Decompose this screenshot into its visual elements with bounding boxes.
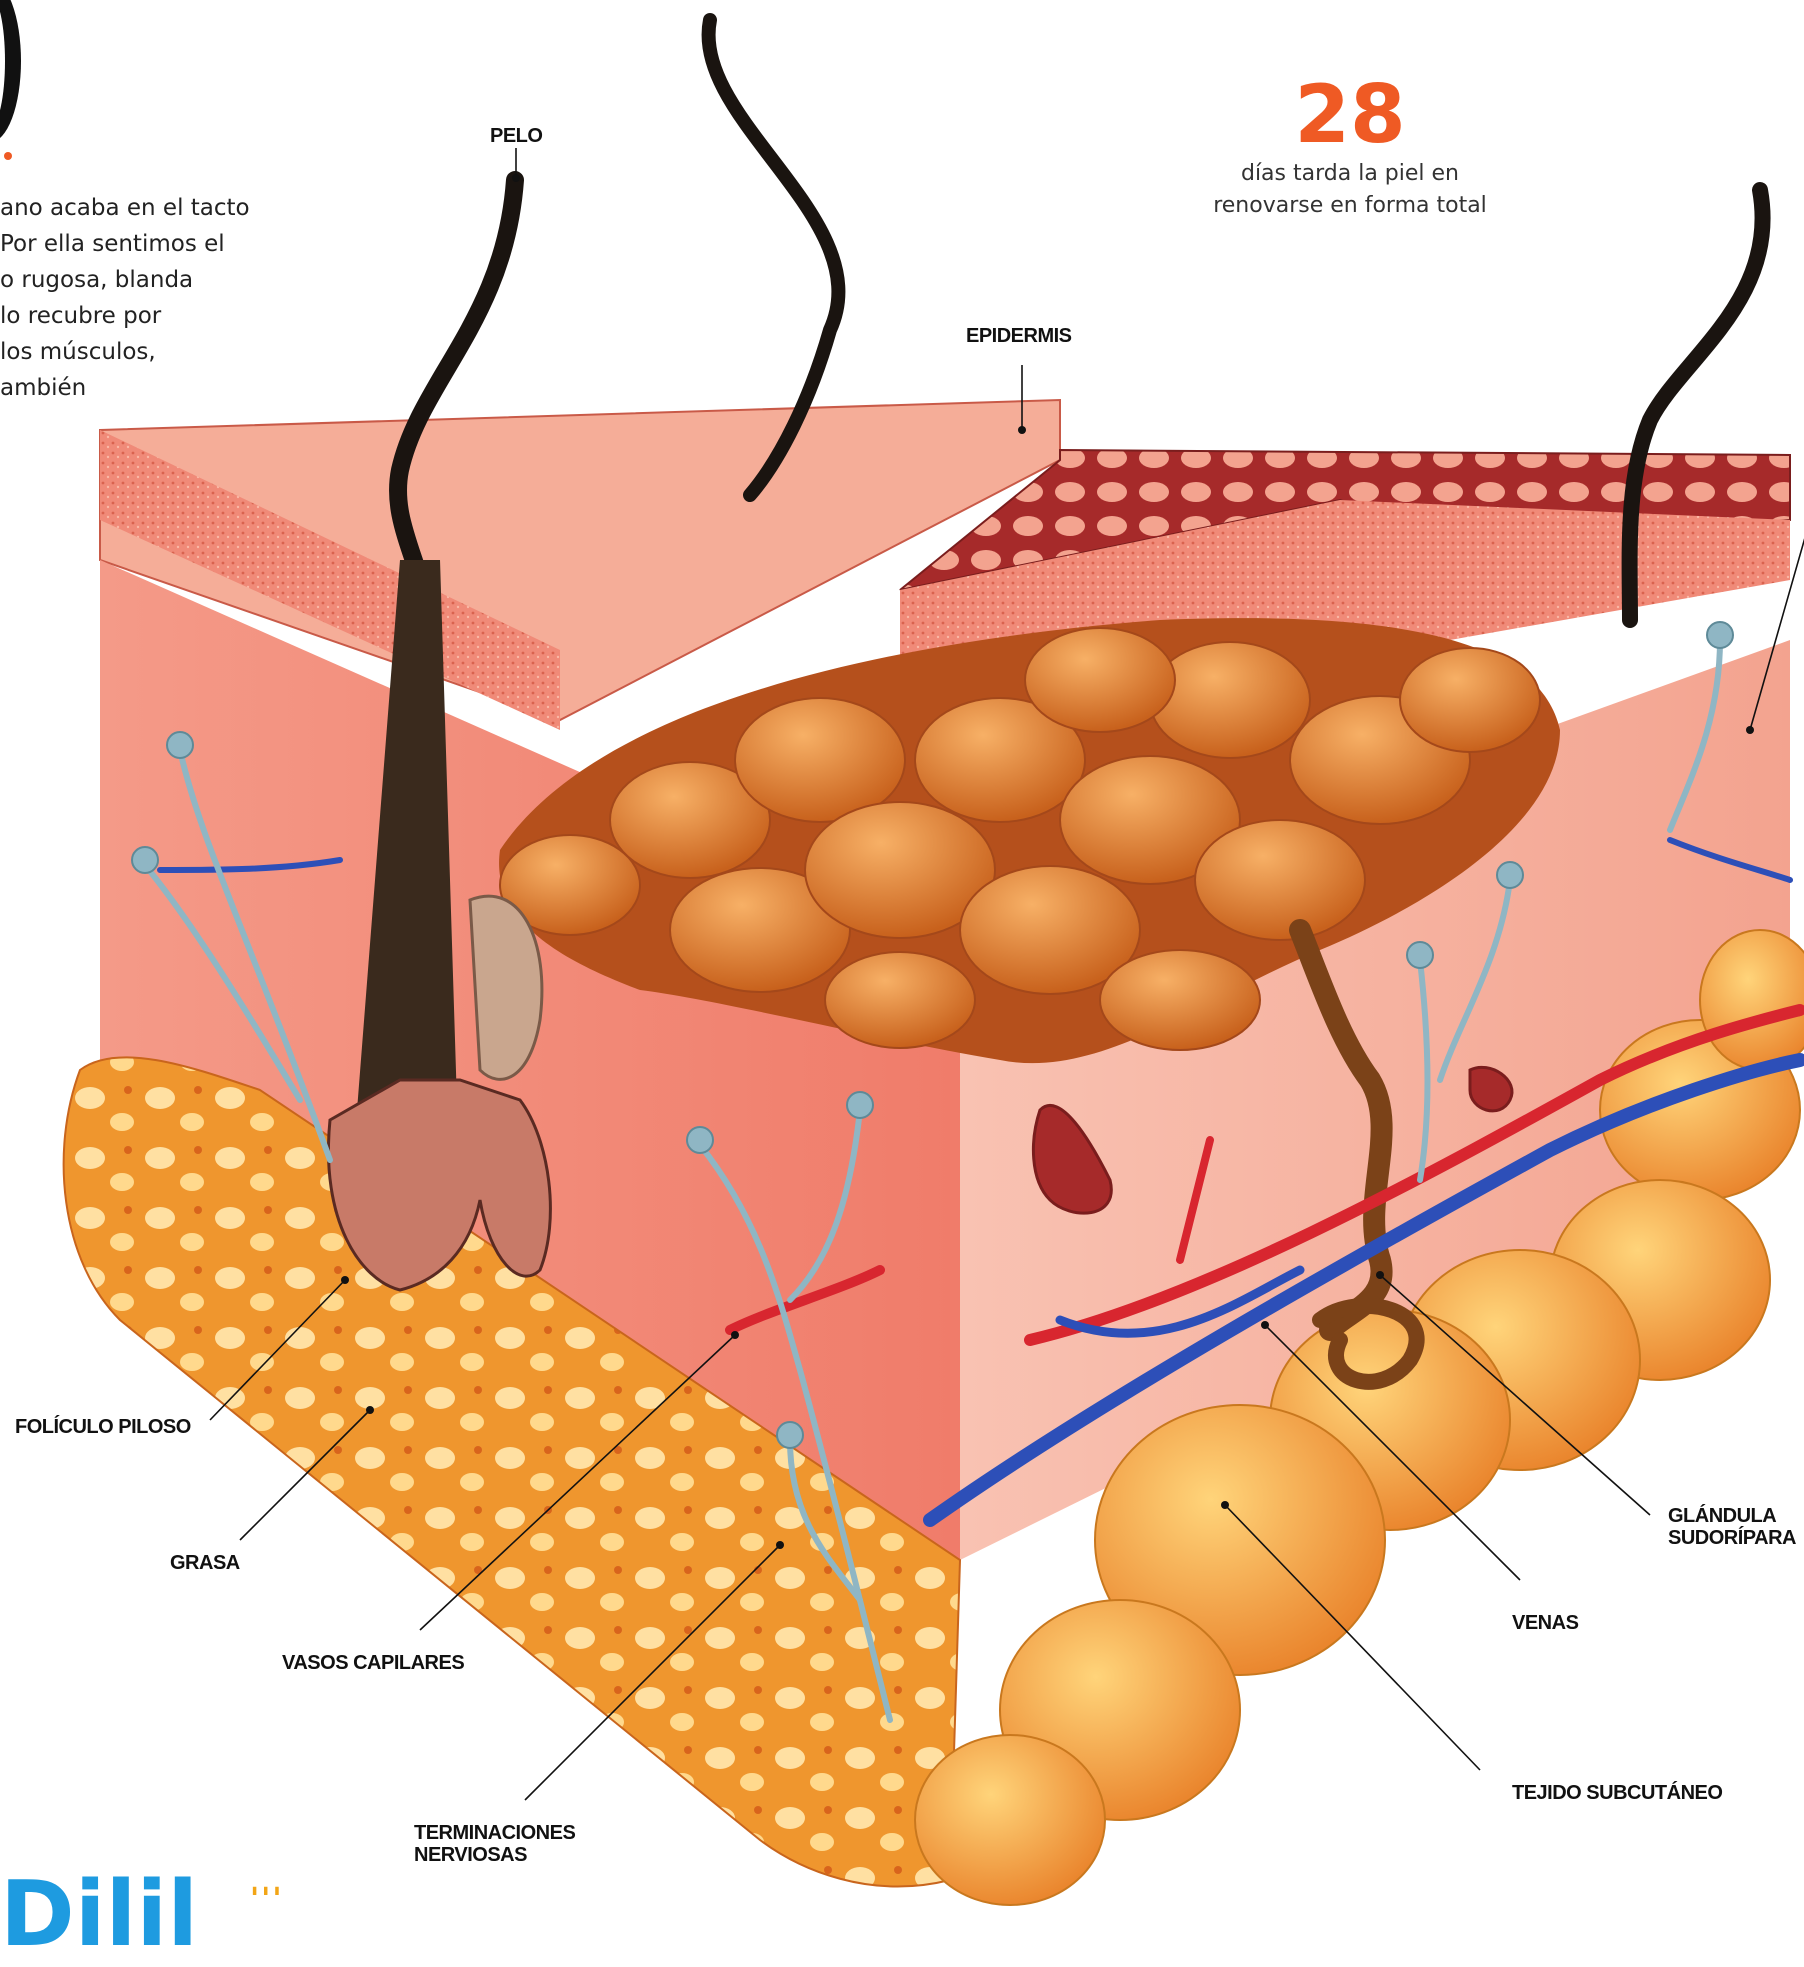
label-epidermis: EPIDERMIS <box>966 325 1072 347</box>
label-vasos-capilares: VASOS CAPILARES <box>282 1652 464 1674</box>
label-foliculo-piloso: FOLÍCULO PILOSO <box>15 1416 191 1438</box>
label-venas: VENAS <box>1512 1612 1578 1634</box>
brand-logo-fragment: Dilil <box>0 1885 198 1945</box>
label-terminaciones-nerviosas: TERMINACIONES NERVIOSAS <box>414 1822 575 1866</box>
label-grasa: GRASA <box>170 1552 240 1574</box>
label-tejido-subcutaneo: TEJIDO SUBCUTÁNEO <box>1512 1782 1722 1804</box>
label-pelo: PELO <box>490 125 542 147</box>
brand-logo-rays: ''' <box>250 1882 284 1917</box>
label-glandula-sudoripara: GLÁNDULA SUDORÍPARA <box>1668 1505 1796 1549</box>
